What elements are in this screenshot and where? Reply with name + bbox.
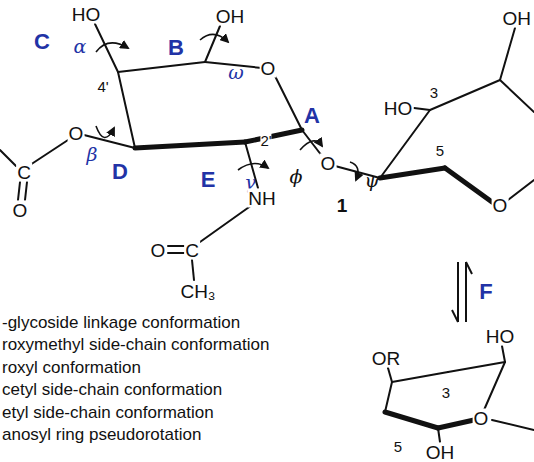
atom-label: HO bbox=[485, 327, 516, 346]
atom-label: O bbox=[12, 201, 29, 220]
atom-label: CH₃ bbox=[179, 282, 216, 301]
torsion-letter: F bbox=[479, 281, 492, 303]
locant-number: 4' bbox=[97, 79, 108, 94]
atom-label: HO bbox=[383, 99, 414, 118]
locant-number: 2' bbox=[260, 133, 271, 148]
torsion-letter: D bbox=[112, 161, 128, 183]
atom-label: C bbox=[184, 241, 200, 260]
atom-label: O bbox=[473, 409, 490, 428]
atom-label: OH bbox=[502, 9, 533, 28]
atom-label: O bbox=[320, 154, 337, 173]
atom-label: OH bbox=[215, 7, 246, 26]
legend-text: roxyl conformation bbox=[2, 359, 141, 376]
atom-label: C bbox=[16, 163, 32, 182]
atom-label: OR bbox=[371, 349, 402, 368]
atom-label: O bbox=[260, 59, 277, 78]
legend-text: etyl side-chain conformation bbox=[2, 404, 214, 421]
legend-text: anosyl ring pseudorotation bbox=[2, 426, 201, 443]
locant-number: 3 bbox=[430, 85, 438, 100]
atom-label: O bbox=[150, 241, 167, 260]
atom-label: O bbox=[68, 124, 85, 143]
locant-number: 5 bbox=[436, 143, 444, 158]
torsion-letter: C bbox=[34, 31, 50, 53]
locant-number: 5 bbox=[394, 439, 402, 454]
rotation-arrows bbox=[96, 34, 358, 180]
legend-text: roxymethyl side-chain conformation bbox=[2, 336, 269, 353]
atom-label: OH bbox=[425, 443, 456, 462]
legend-text: -glycoside linkage conformation bbox=[2, 314, 240, 331]
atom-label: O bbox=[492, 196, 509, 215]
equilibrium-arrows bbox=[452, 262, 472, 322]
bonds bbox=[0, 24, 534, 442]
torsion-symbol: ω bbox=[228, 63, 244, 82]
torsion-symbol: ϕ bbox=[290, 167, 303, 186]
legend-text: cetyl side-chain conformation bbox=[2, 381, 222, 398]
torsion-symbol: α bbox=[74, 37, 87, 56]
compound-number: 1 bbox=[337, 196, 348, 215]
torsion-letter: E bbox=[201, 169, 216, 191]
torsion-symbol: ψ bbox=[365, 171, 380, 190]
torsion-letter: B bbox=[168, 37, 184, 59]
torsion-letter: A bbox=[304, 105, 320, 127]
atom-label: NH bbox=[247, 189, 276, 208]
atom-label: HO bbox=[71, 5, 102, 24]
locant-number: 3 bbox=[442, 385, 450, 400]
torsion-symbol: β bbox=[87, 145, 98, 164]
